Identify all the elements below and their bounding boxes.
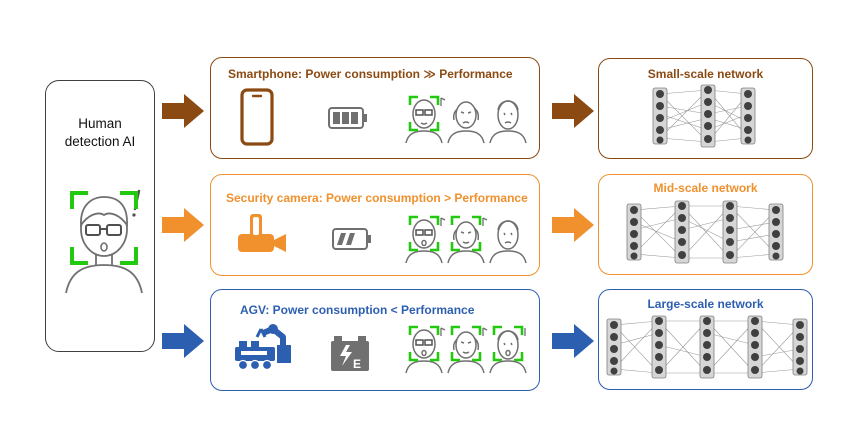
small-network-diagram-icon xyxy=(652,84,756,148)
arrow-to-security-camera-icon xyxy=(162,208,204,242)
smartphone-row-title: Smartphone: Power consumption ≫ Performa… xyxy=(228,67,513,81)
power-supply-icon: E xyxy=(331,336,369,371)
arrow-to-smartphone-icon xyxy=(162,94,204,128)
ai-title-line1: Human xyxy=(78,116,122,131)
battery-medium-icon xyxy=(332,228,371,250)
arrow-to-agv-icon xyxy=(162,324,204,358)
security-camera-row-title: Security camera: Power consumption > Per… xyxy=(226,191,528,205)
mid-network-label: Mid-scale network xyxy=(653,181,758,195)
smartphone-detection-faces xyxy=(405,95,527,144)
large-network-label: Large-scale network xyxy=(647,297,764,311)
agv-robot-icon xyxy=(235,324,291,371)
security-camera-detection-faces xyxy=(405,215,527,264)
arrow-to-mid-network-icon xyxy=(552,208,594,242)
security-camera-row-box xyxy=(210,174,540,276)
large-network-diagram-icon xyxy=(606,315,808,379)
agv-row-box xyxy=(210,289,540,391)
agv-row-title: AGV: Power consumption < Performance xyxy=(240,303,475,317)
arrow-to-large-network-icon xyxy=(552,324,594,358)
ai-title-line2: detection AI xyxy=(64,134,136,149)
security-camera-icon xyxy=(238,214,286,252)
arrow-to-small-network-icon xyxy=(552,94,594,128)
battery-high-icon xyxy=(328,107,367,129)
mid-network-diagram-icon xyxy=(626,200,784,264)
agv-detection-faces xyxy=(405,325,527,374)
face-detection-icon xyxy=(65,189,143,294)
smartphone-icon xyxy=(240,88,274,146)
small-network-label: Small-scale network xyxy=(647,67,764,81)
svg-text:E: E xyxy=(353,357,361,371)
human-detection-ai-title: Human detection AI xyxy=(45,115,155,151)
